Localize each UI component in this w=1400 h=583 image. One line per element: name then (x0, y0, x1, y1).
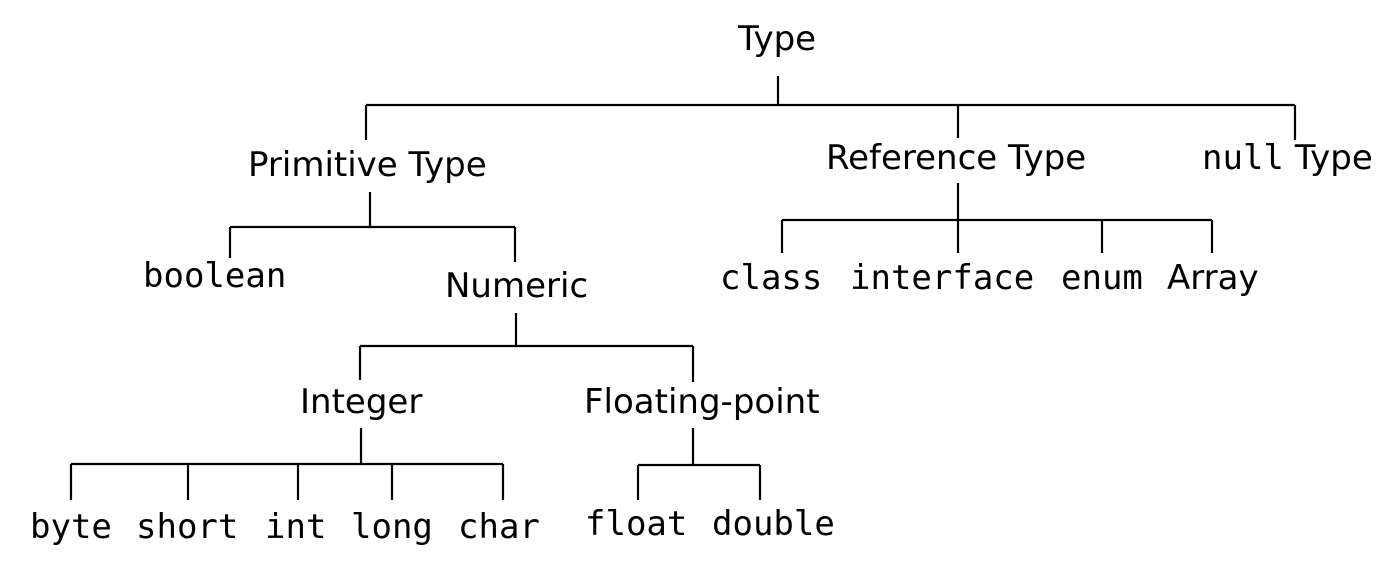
node-class: class (720, 258, 823, 298)
node-interface: interface (850, 258, 1035, 298)
null-type-suffix: Type (1283, 138, 1373, 178)
node-long: long (351, 507, 433, 547)
node-null-type: null Type (1202, 141, 1373, 175)
node-numeric: Numeric (445, 266, 589, 306)
node-floating-point: Floating-point (584, 382, 820, 422)
node-primitive-type: Primitive Type (248, 145, 487, 185)
node-double: double (712, 504, 835, 544)
node-reference-type: Reference Type (826, 138, 1087, 178)
node-float: float (585, 504, 688, 544)
node-boolean: boolean (143, 256, 287, 296)
null-keyword: null (1202, 138, 1284, 178)
node-int: int (265, 507, 327, 547)
node-enum: enum (1061, 258, 1143, 298)
node-type: Type (738, 19, 817, 59)
node-array: Array (1167, 258, 1259, 298)
node-byte: byte (30, 507, 112, 547)
node-short: short (136, 507, 239, 547)
node-integer: Integer (300, 382, 423, 422)
node-char: char (458, 507, 540, 547)
